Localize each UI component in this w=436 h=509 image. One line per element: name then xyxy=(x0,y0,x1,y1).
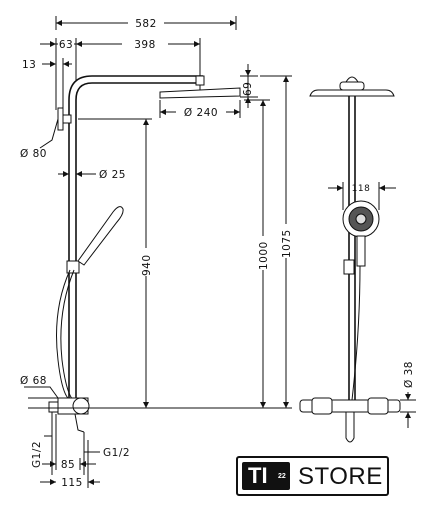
overhead-head-front xyxy=(309,89,395,97)
hose-outer xyxy=(56,269,71,401)
dim-diameter-38: Ø 38 xyxy=(403,361,415,388)
dim-diameter-240: Ø 240 xyxy=(184,107,218,119)
wall-plate xyxy=(57,107,64,131)
front-view xyxy=(299,76,416,443)
overhead-head-side xyxy=(159,87,241,99)
dimension-lines xyxy=(24,16,292,488)
mixer-knob xyxy=(72,397,90,415)
inlet-connector xyxy=(48,401,59,413)
logo-mark: TI 22 xyxy=(242,462,290,490)
dim-13: 13 xyxy=(22,59,36,71)
dim-115: 115 xyxy=(61,477,83,489)
dim-69: 69 xyxy=(242,82,254,96)
arm-connector xyxy=(195,75,205,86)
dim-diameter-25: Ø 25 xyxy=(99,169,126,181)
dim-398: 398 xyxy=(134,39,156,51)
logo-superscript: 22 xyxy=(278,473,286,480)
hand-shower-side xyxy=(77,206,124,266)
arm-outer xyxy=(68,75,203,101)
side-view xyxy=(48,75,241,433)
dim-118: 118 xyxy=(352,184,371,194)
dim-g12-right: G1/2 xyxy=(103,447,130,459)
dim-diameter-80: Ø 80 xyxy=(20,148,47,160)
mixer-outlet xyxy=(74,413,85,433)
hose-inner xyxy=(60,269,75,401)
dim-582: 582 xyxy=(135,18,157,30)
dim-g12-left: G1/2 xyxy=(31,441,43,468)
store-logo: TI 22 STORE xyxy=(236,456,389,496)
logo-mark-text: TI xyxy=(248,463,268,488)
dim-940: 940 xyxy=(141,254,153,276)
dim-diameter-68: Ø 68 xyxy=(20,375,47,387)
arm-inner xyxy=(75,82,203,101)
dim-85: 85 xyxy=(61,459,75,471)
dim-63: 63 xyxy=(59,39,73,51)
dimension-labels: 582 63 398 13 69 Ø 240 Ø 80 Ø 25 940 100… xyxy=(20,18,415,489)
dim-1075: 1075 xyxy=(281,229,293,258)
dim-1000: 1000 xyxy=(258,241,270,270)
logo-text: STORE xyxy=(298,463,383,490)
